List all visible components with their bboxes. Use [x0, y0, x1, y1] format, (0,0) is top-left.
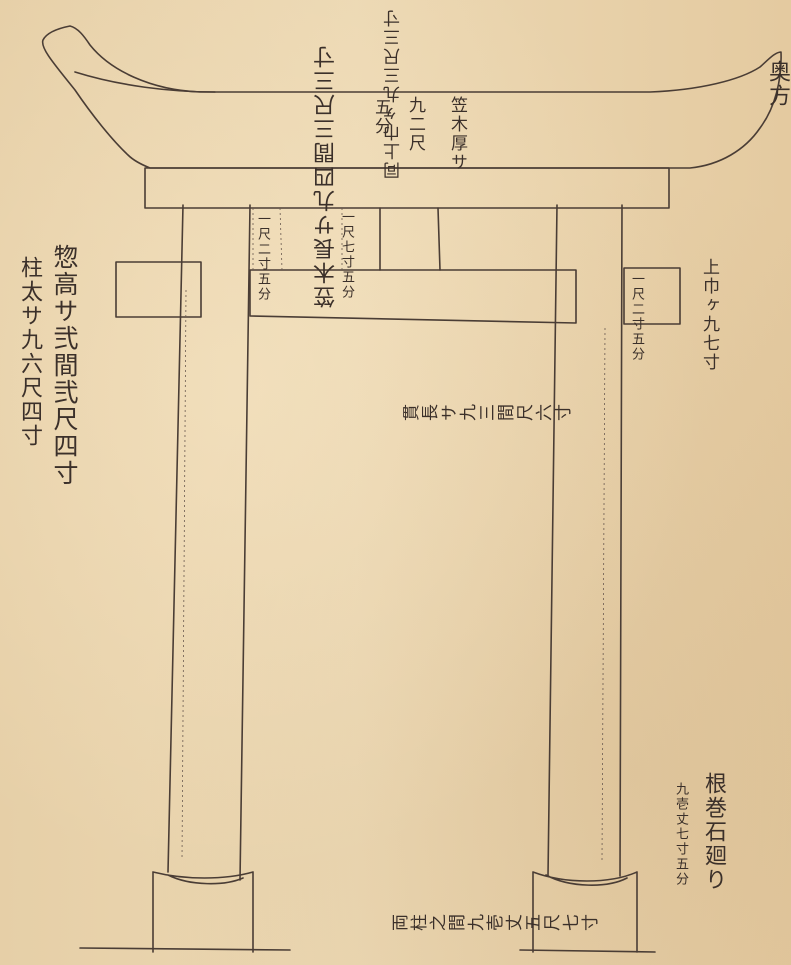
nuki-length: 貫長サ九三間尺六寸: [402, 405, 573, 425]
nemaki-line2: 九壱丈七寸五分: [673, 782, 688, 887]
kasagi-length: 笠木長サ九四間三尺三寸: [314, 44, 339, 308]
left-pillar: [167, 204, 251, 881]
right-upper-width: 上巾ヶ九七寸: [699, 258, 719, 372]
left-nemaki: [152, 871, 254, 953]
total-height-line2: 柱太サ九六尺四寸: [17, 256, 42, 448]
right-pillar-guide: [601, 327, 606, 861]
kasagi-inner-line: [74, 71, 216, 93]
nuki-dim-b: 一尺七寸五分: [339, 210, 354, 300]
kasagi-height-label: 笠木厚サ: [447, 96, 467, 172]
nuki-left-divider: [252, 207, 283, 271]
gakuzuka-lines: [379, 207, 441, 271]
kasagi-height-value: 九二尺: [405, 96, 425, 153]
kasagi-upper-width: 同上巾ヶ九三尺三寸: [384, 8, 404, 179]
ground-line: [79, 947, 656, 953]
nuki-right-end: [623, 267, 681, 325]
total-height-line1: 惣高サ弐間弐尺四寸: [50, 244, 79, 487]
right-pillar: [547, 204, 623, 877]
left-pillar-guide: [181, 289, 187, 861]
right-nemaki: [532, 871, 638, 953]
shimaki-outline: [144, 167, 670, 209]
kasagi-height-fraction: 五分: [371, 98, 391, 136]
kasagi-outline: [41, 25, 782, 169]
edge-text: 奥方: [765, 60, 790, 108]
right-box-dim: 一尺二寸五分: [629, 272, 644, 362]
nemaki-line1: 根巻石廻り: [701, 772, 726, 892]
pillar-span: 両柱之間九壱丈五尺七寸: [391, 915, 600, 935]
nuki-dim-a: 一尺二寸五分: [255, 212, 270, 302]
nuki-outline: [249, 269, 577, 324]
nuki-left-end: [115, 261, 202, 318]
